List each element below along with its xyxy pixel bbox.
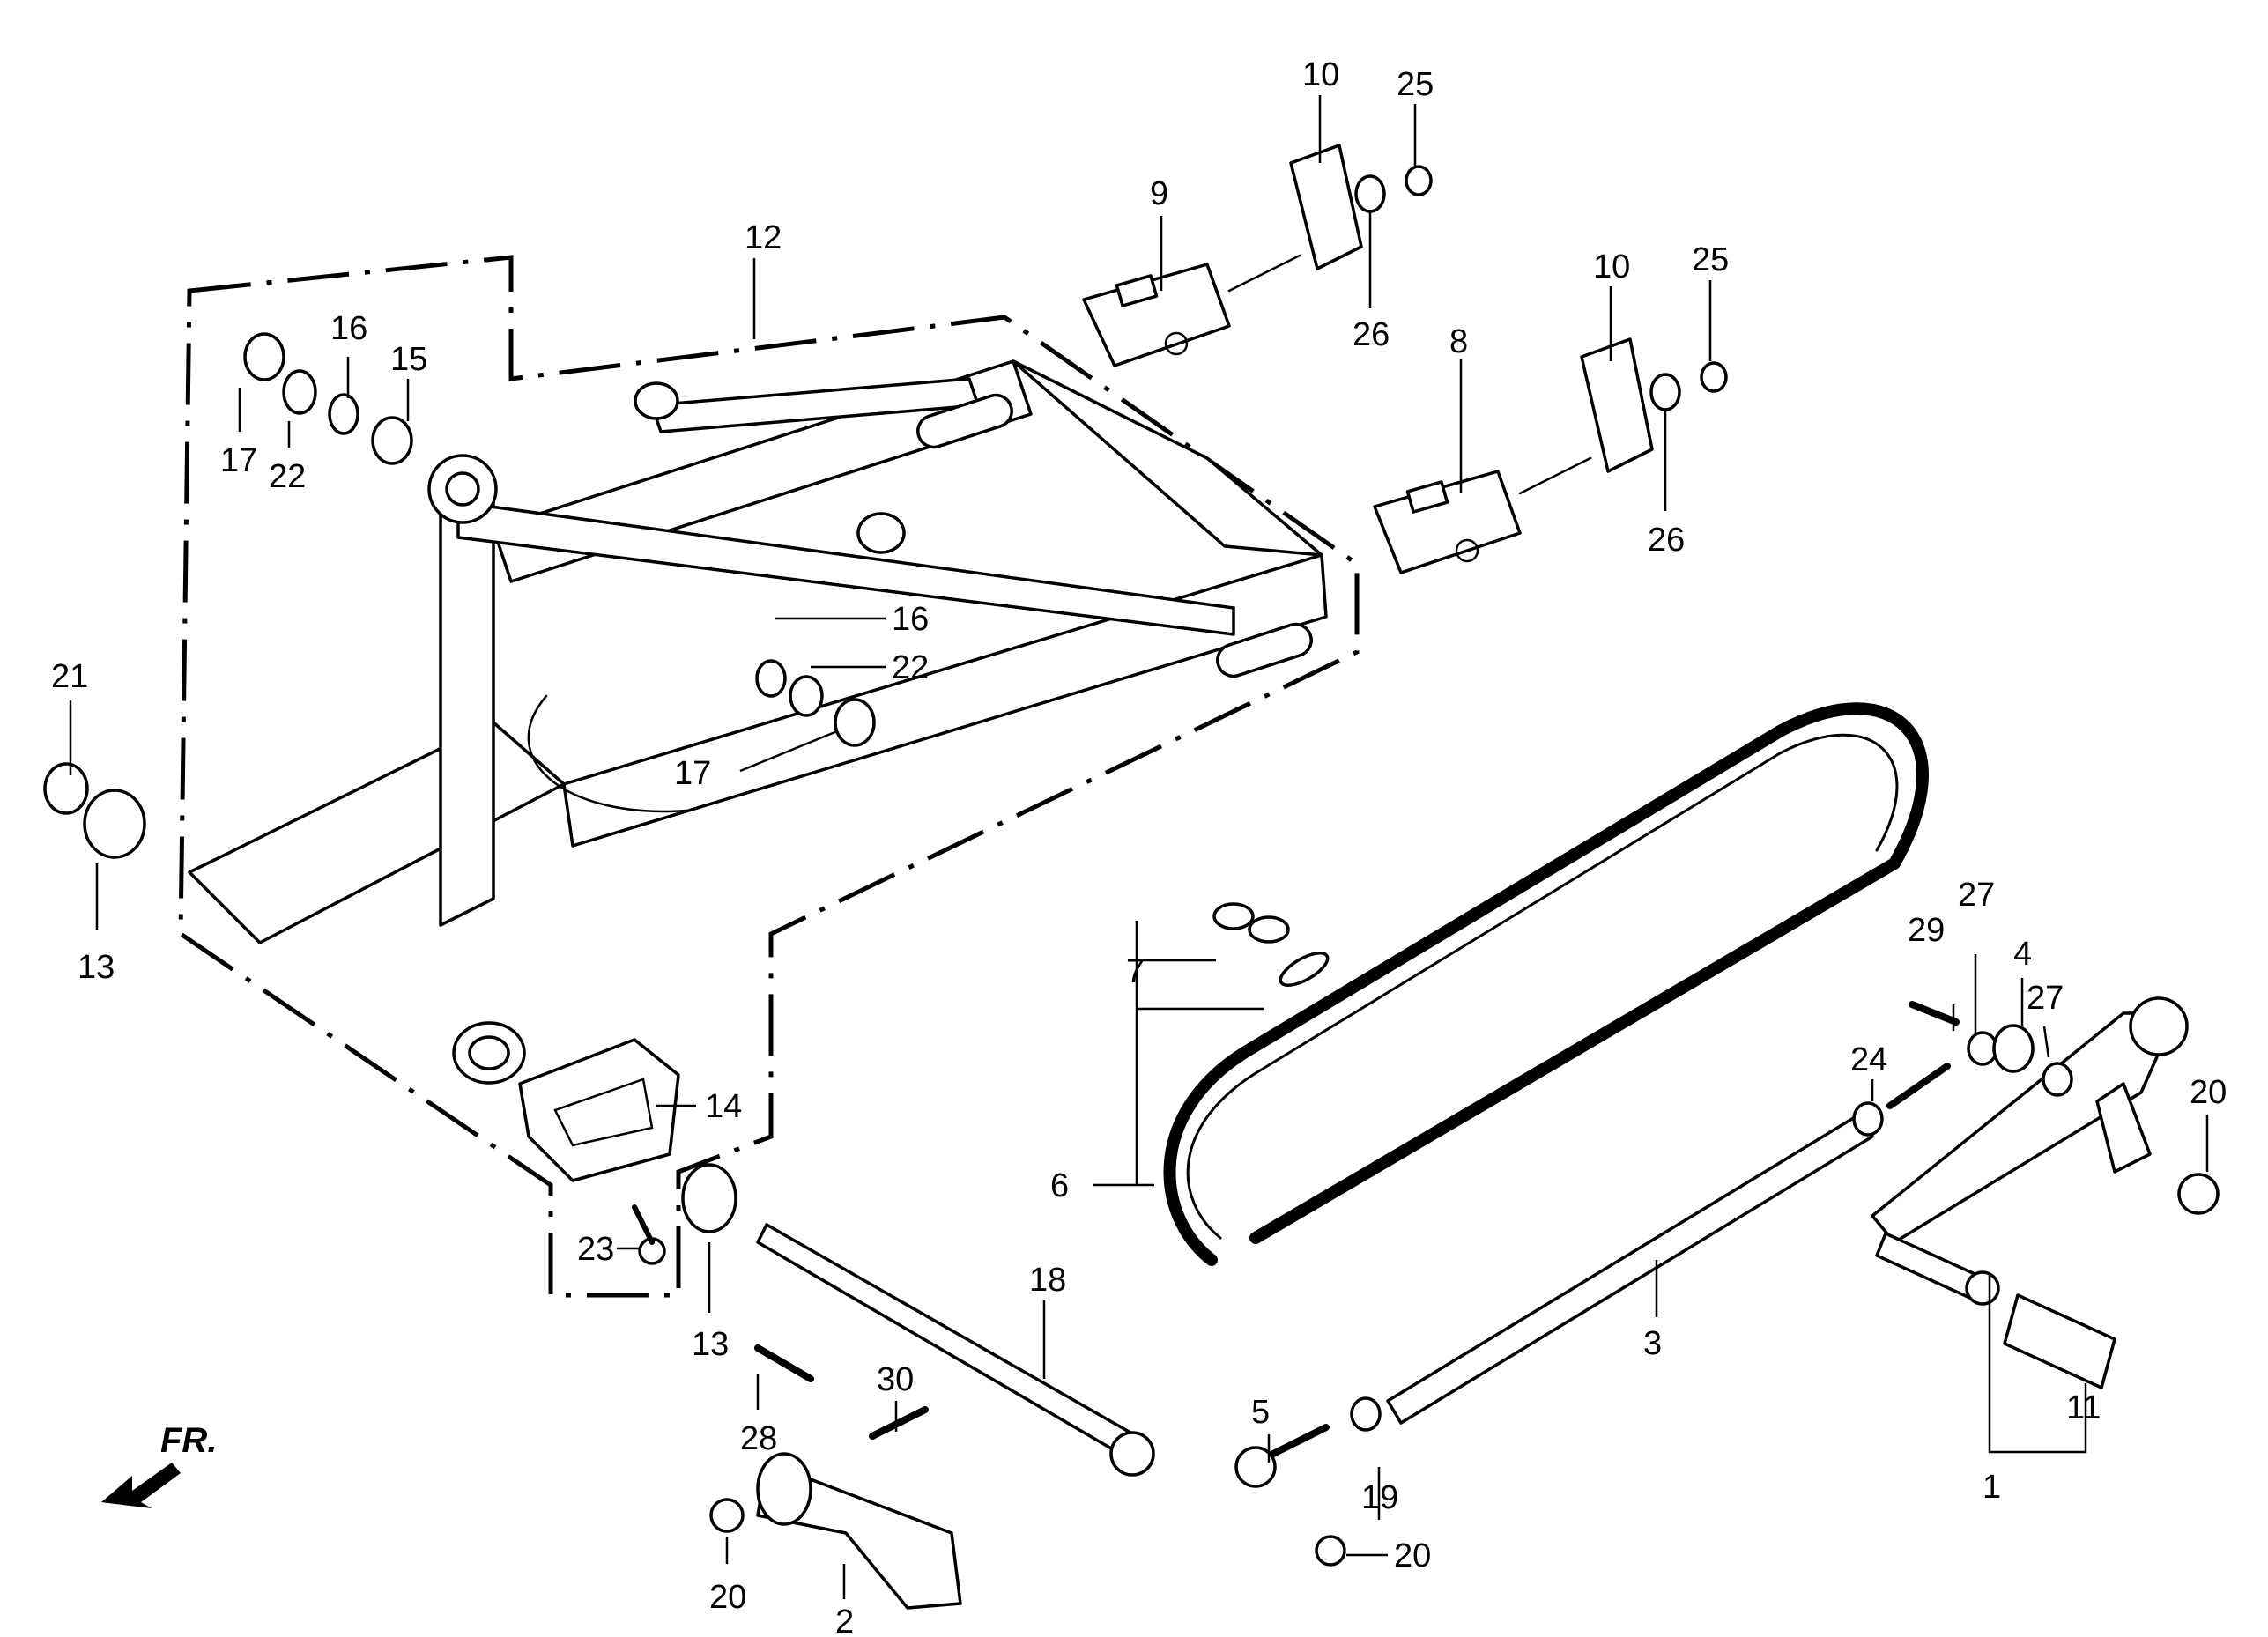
part-label-11: 11 [2066,1389,2101,1426]
drive-chain [1163,702,1929,1266]
hardware [43,165,2220,1567]
front-label: FR. [160,1421,217,1460]
rear-axle [681,1163,1155,1477]
part-label-10a: 10 [1302,56,1339,93]
part-label-21: 21 [51,658,88,695]
part-label-2: 2 [835,1604,854,1637]
part-label-26b: 26 [1648,522,1685,559]
part-label-19: 19 [1361,1479,1398,1516]
chain-adjuster-upper [1082,144,1363,367]
part-label-24: 24 [1850,1041,1887,1078]
part-label-22b: 22 [892,649,929,686]
part-label-27a: 27 [1958,877,1995,914]
part-label-22a: 22 [269,458,306,495]
arrow-icon [101,1463,181,1508]
part-label-27b: 27 [2027,980,2064,1017]
part-label-7: 7 [1126,953,1145,990]
part-label-23: 23 [577,1231,614,1268]
brake-pedal-rubber [2003,1293,2116,1389]
part-label-3: 3 [1643,1325,1662,1362]
part-label-5: 5 [1251,1394,1270,1431]
part-label-6: 6 [1050,1167,1069,1204]
part-label-13b: 13 [692,1326,729,1363]
part-label-16b: 16 [892,601,929,638]
leader-lines [69,95,2209,1599]
part-label-16a: 16 [330,310,367,347]
part-label-10b: 10 [1593,248,1630,285]
part-label-17b: 17 [674,755,711,792]
part-label-4: 4 [2013,936,2032,973]
brake-rod [1386,1113,1874,1425]
part-label-17a: 17 [220,442,257,479]
chain-slider [518,1038,680,1182]
part-label-18: 18 [1029,1262,1066,1299]
part-label-20c: 20 [2190,1074,2227,1111]
part-label-26a: 26 [1353,316,1390,353]
part-label-28: 28 [740,1420,777,1457]
part-label-1: 1 [1983,1469,2001,1506]
part-label-25a: 25 [1397,66,1434,103]
part-label-13a: 13 [78,949,115,986]
part-labels: 10 25 9 26 12 10 25 8 26 16 15 17 22 16 … [51,56,2227,1637]
part-label-14: 14 [705,1088,742,1125]
part-label-12: 12 [745,219,782,256]
part-label-15: 15 [390,341,427,378]
master-link [1212,902,1330,987]
part-label-29: 29 [1908,912,1945,949]
swingarm [188,359,1328,1085]
stopper-bracket [756,1452,962,1610]
chain-adjuster-lower [1373,337,1654,574]
part-label-9: 9 [1150,175,1168,212]
part-label-20b: 20 [1394,1537,1431,1574]
brake-pedal [1871,996,2189,1306]
part-label-8: 8 [1449,323,1468,360]
part-label-20a: 20 [709,1579,746,1616]
front-direction-indicator: FR. [101,1421,217,1508]
part-label-25b: 25 [1692,241,1729,278]
swingarm-assembly-boundary [178,255,1360,1298]
part-label-30: 30 [877,1361,914,1398]
